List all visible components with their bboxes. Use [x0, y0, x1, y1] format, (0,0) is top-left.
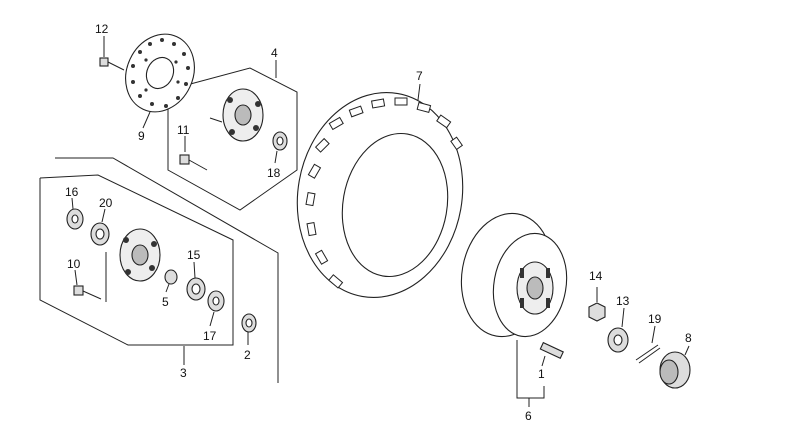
bolt-11-icon[interactable]: [179, 154, 208, 171]
frame-lines: [39, 67, 298, 383]
label-8: 8: [685, 331, 692, 345]
label-7: 7: [416, 69, 423, 83]
label-14: 14: [589, 269, 603, 283]
hub-assembly-4-icon[interactable]: [209, 88, 264, 142]
cap-8-icon[interactable]: [659, 351, 691, 389]
label-11: 11: [177, 123, 190, 137]
label-15: 15: [187, 248, 201, 262]
bearing-16-icon[interactable]: [66, 208, 84, 230]
label-5: 5: [162, 295, 169, 309]
bearing-15-icon[interactable]: [186, 277, 206, 301]
bolt-10-icon[interactable]: [73, 285, 102, 300]
label-13: 13: [616, 294, 630, 308]
bearing-18-icon[interactable]: [272, 131, 288, 151]
label-6: 6: [525, 409, 532, 423]
seal-17-icon[interactable]: [207, 290, 225, 312]
tire-icon[interactable]: [281, 79, 478, 310]
label-9: 9: [138, 129, 145, 143]
label-4: 4: [271, 46, 278, 60]
nut-13-icon[interactable]: [607, 327, 629, 353]
part-labels: 12 9 4 11 18 7 16 20 10 15 5 17 3 2 14 1…: [65, 22, 692, 423]
hub-assembly-3-icon[interactable]: [105, 228, 161, 302]
label-3: 3: [180, 366, 187, 380]
label-1: 1: [538, 367, 545, 381]
brake-disc-icon[interactable]: [113, 23, 207, 123]
label-16: 16: [65, 185, 79, 199]
label-2: 2: [244, 348, 251, 362]
pin-19-icon[interactable]: [635, 344, 661, 364]
bearing-20-icon[interactable]: [90, 222, 110, 246]
label-18: 18: [267, 166, 281, 180]
wheel-rim-icon[interactable]: [452, 206, 575, 344]
label-19: 19: [648, 312, 662, 326]
nut-14-icon[interactable]: [588, 302, 606, 322]
label-12: 12: [95, 22, 109, 36]
valve-1-icon[interactable]: [539, 341, 564, 360]
collar-2-icon[interactable]: [241, 313, 257, 333]
label-20: 20: [99, 196, 113, 210]
bolt-12-icon[interactable]: [99, 57, 125, 71]
spacer-5-icon[interactable]: [164, 269, 178, 285]
label-10: 10: [67, 257, 81, 271]
label-17: 17: [203, 329, 217, 343]
leader-lines: [71, 36, 690, 407]
